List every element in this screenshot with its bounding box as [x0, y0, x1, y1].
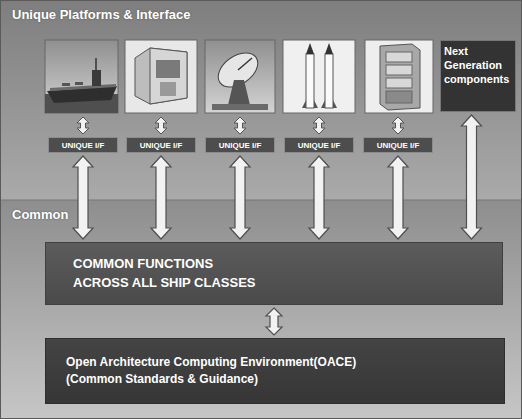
radar-dish-picture	[205, 40, 275, 113]
computer-rack-picture	[365, 40, 433, 113]
aircraft	[75, 82, 83, 85]
missile-fin	[302, 100, 306, 108]
box-text: UNIQUE I/F	[140, 141, 183, 150]
interface-arrow	[392, 117, 404, 134]
platform-band: Unique Platforms & InterfaceNext Generat…	[0, 0, 522, 200]
interface-connector	[309, 156, 329, 239]
interface-connector	[462, 115, 482, 239]
picture-frame	[365, 40, 433, 113]
interface-connector	[151, 156, 171, 239]
picture-frame	[125, 40, 197, 113]
interface-arrow	[155, 117, 167, 134]
interface-connector	[266, 308, 282, 335]
picture-interface-arrows	[77, 117, 404, 134]
interface-connector	[388, 156, 408, 239]
box-text: Open Architecture Computing Environment(…	[66, 354, 494, 371]
box-text: UNIQUE I/F	[219, 141, 262, 150]
band-label: Common	[0, 200, 522, 222]
ship-picture	[45, 40, 118, 113]
rack-unit	[386, 52, 412, 62]
box-text: UNIQUE I/F	[377, 141, 420, 150]
interface-box: UNIQUE I/F	[48, 137, 118, 153]
missile-body	[325, 54, 333, 108]
interface-box: UNIQUE I/F	[284, 137, 354, 153]
aircraft	[62, 83, 70, 86]
box-text: UNIQUE I/F	[298, 141, 341, 150]
missile-fin	[333, 100, 337, 108]
interface-arrow	[77, 117, 89, 134]
shelter-door	[160, 82, 176, 96]
missile-nose	[325, 43, 333, 54]
missile-body	[306, 54, 314, 108]
missile-fin	[314, 100, 318, 108]
interface-connector	[230, 156, 250, 239]
interface-arrow	[234, 117, 246, 134]
base	[212, 104, 268, 110]
interface-box: UNIQUE I/F	[363, 137, 433, 153]
shelter-body	[135, 48, 187, 104]
rack-unit	[386, 65, 412, 75]
missile-fin	[321, 100, 325, 108]
pedestal	[228, 80, 250, 105]
feed-arm	[238, 58, 252, 70]
missile-nose	[306, 43, 314, 54]
band-label: Unique Platforms & Interface	[0, 0, 522, 22]
box-text: UNIQUE I/F	[62, 141, 105, 150]
rack-unit	[386, 78, 412, 88]
box-text: COMMON FUNCTIONS ACROSS ALL SHIP CLASSES	[73, 255, 265, 291]
future-component-box: Next Generation components	[440, 40, 516, 112]
interface-arrow	[313, 117, 325, 134]
shelter-panel	[156, 60, 180, 78]
box-text: (Common Standards & Guidance)	[66, 371, 494, 388]
picture-frame	[205, 40, 275, 113]
computing-environment-box: Open Architecture Computing Environment(…	[45, 338, 505, 404]
rack-cabinet	[380, 44, 420, 110]
picture-frame	[283, 40, 355, 113]
box-text: Next Generation components	[444, 45, 512, 86]
picture-frame	[45, 40, 118, 113]
common-functions-box: COMMON FUNCTIONS ACROSS ALL SHIP CLASSES	[45, 242, 503, 305]
shelter-picture	[125, 40, 197, 113]
shelter-front	[150, 48, 187, 104]
mast	[95, 58, 97, 70]
interface-connector	[73, 156, 93, 239]
island-tower	[92, 70, 101, 86]
missile-picture	[283, 40, 355, 113]
interface-box: UNIQUE I/F	[126, 137, 196, 153]
common-band: CommonCOMMON FUNCTIONS ACROSS ALL SHIP C…	[0, 200, 522, 419]
deck	[50, 84, 116, 91]
rack-unit	[386, 91, 412, 103]
interface-box: UNIQUE I/F	[205, 137, 275, 153]
